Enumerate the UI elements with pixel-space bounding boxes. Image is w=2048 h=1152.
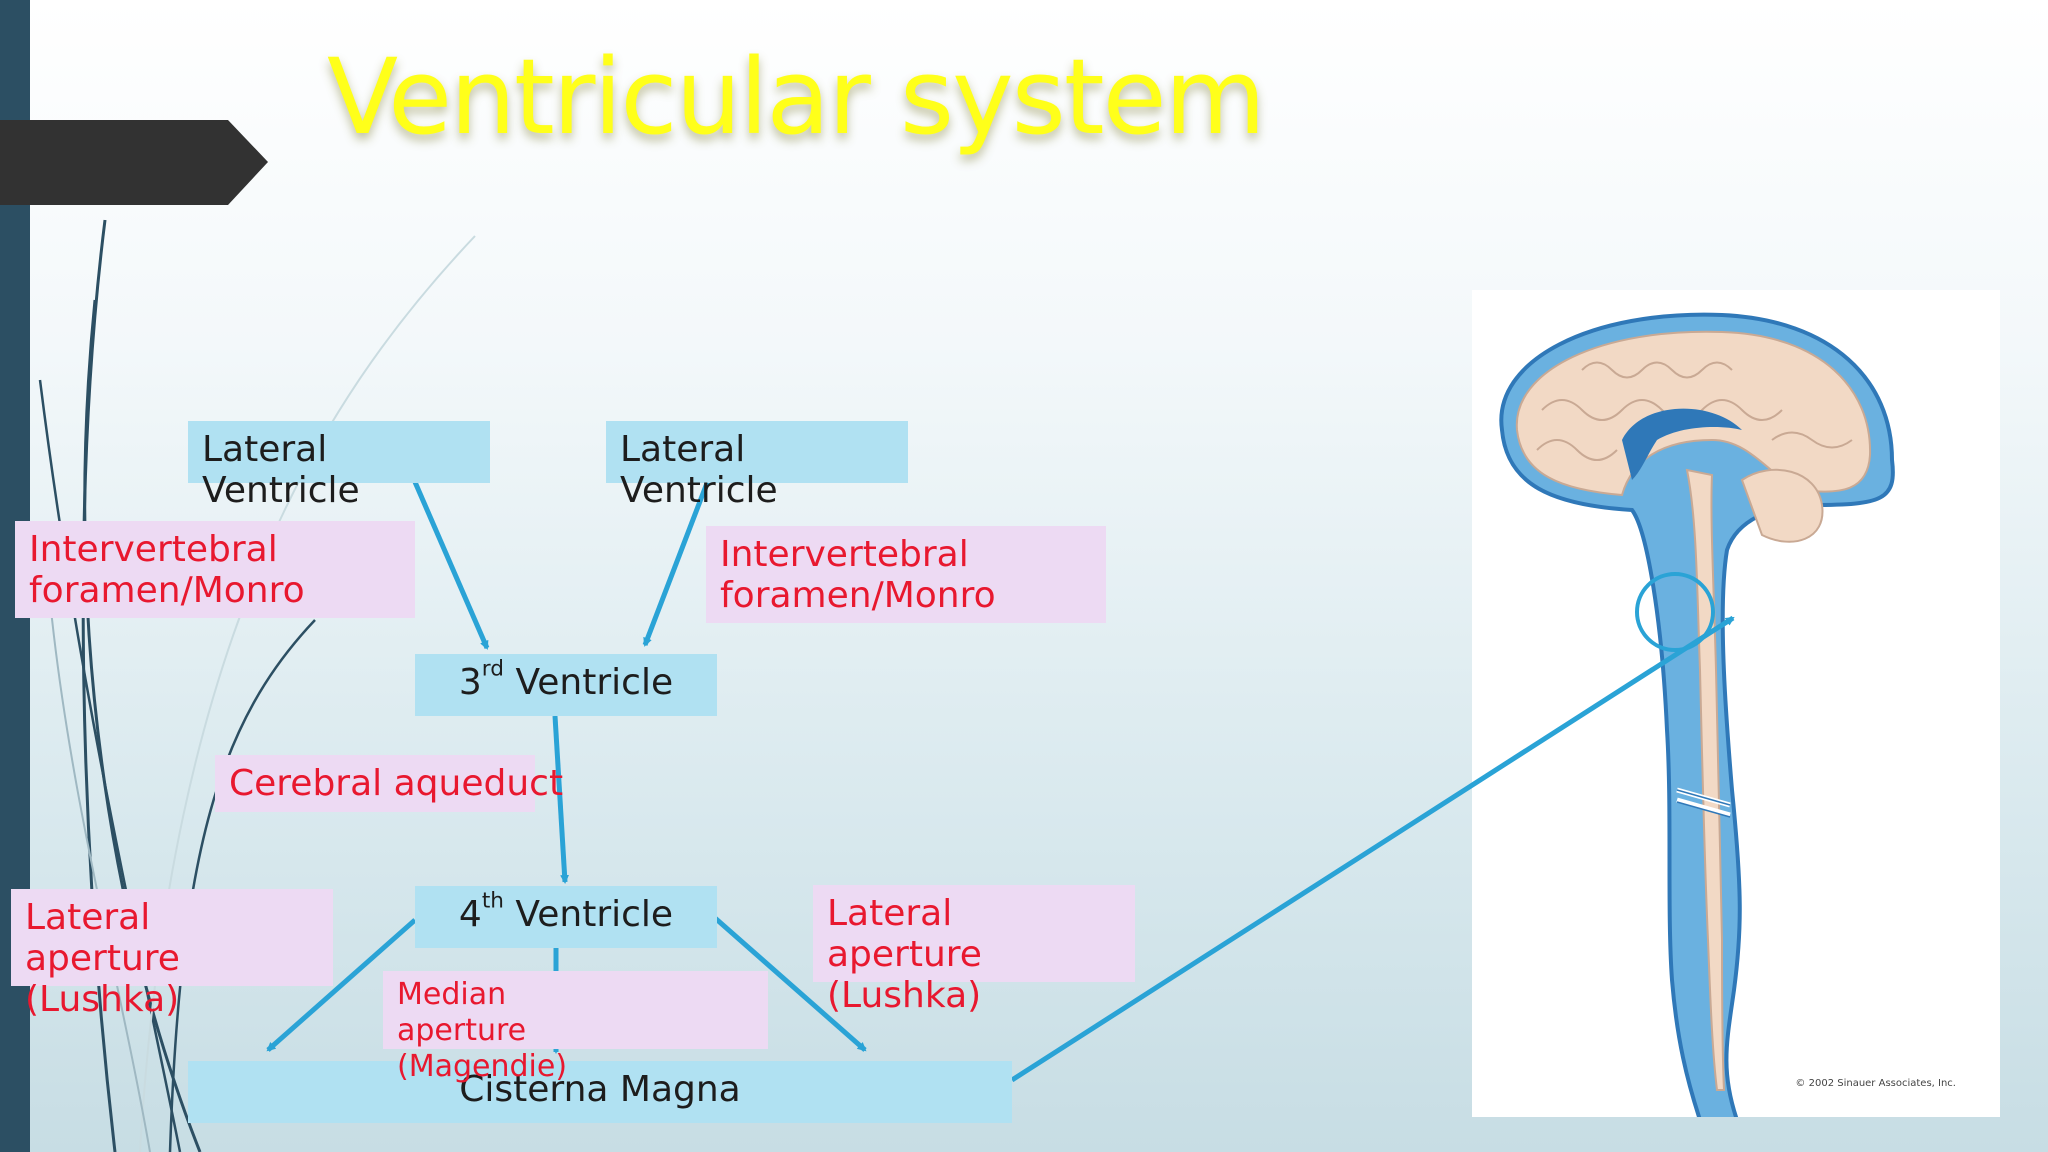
- box-cisterna-magna: Cisterna Magna: [188, 1061, 1012, 1123]
- fourth-ventricle-word: Ventricle: [503, 894, 674, 935]
- label-cerebral-aqueduct-text: Cerebral aqueduct: [229, 763, 564, 804]
- arrow-fourth-to-cisterna-right: [713, 916, 867, 1052]
- arrow-left-lateral-to-third: [412, 481, 490, 650]
- third-ventricle-ordinal: rd: [481, 656, 504, 682]
- label-foramen-right-text: Intervertebral foramen/Monro: [720, 534, 996, 616]
- brain-sagittal-illustration: [1499, 312, 1895, 1122]
- title-marker-tab: [0, 120, 268, 205]
- box-lateral-ventricle-left-text: Lateral Ventricle: [202, 429, 360, 511]
- label-median-aperture: Median aperture (Magendie): [383, 971, 768, 1084]
- brain-figure-panel: © 2002 Sinauer Associates, Inc.: [1472, 290, 2000, 1122]
- arrow-third-to-fourth: [552, 715, 570, 884]
- label-foramen-left-text: Intervertebral foramen/Monro: [29, 529, 305, 611]
- label-lateral-aperture-right-text: Lateral aperture (Lushka): [827, 893, 982, 1016]
- arrow-fourth-to-cisterna-left: [266, 918, 417, 1052]
- arrow-cisterna-to-figure: [1010, 615, 1735, 1083]
- box-lateral-ventricle-right-text: Lateral Ventricle: [620, 429, 778, 511]
- box-third-ventricle: 3rd Ventricle: [415, 654, 717, 716]
- third-ventricle-word: Ventricle: [504, 662, 674, 703]
- cisterna-magna-text: Cisterna Magna: [459, 1069, 741, 1110]
- figure-copyright: © 2002 Sinauer Associates, Inc.: [1795, 1078, 1956, 1089]
- box-fourth-ventricle: 4th Ventricle: [415, 886, 717, 948]
- third-ventricle-number: 3: [458, 662, 482, 703]
- label-foramen-left: Intervertebral foramen/Monro: [15, 521, 415, 618]
- label-foramen-right: Intervertebral foramen/Monro: [706, 526, 1106, 623]
- fourth-ventricle-ordinal: th: [481, 888, 504, 914]
- label-lateral-aperture-left: Lateral aperture (Lushka): [11, 889, 333, 1020]
- label-lateral-aperture-right: Lateral aperture (Lushka): [813, 885, 1135, 1016]
- slide-title: Ventricular system: [327, 36, 1266, 158]
- box-lateral-ventricle-left: Lateral Ventricle: [188, 421, 490, 511]
- fourth-ventricle-number: 4: [458, 894, 482, 935]
- label-cerebral-aqueduct: Cerebral aqueduct: [215, 755, 563, 812]
- label-lateral-aperture-left-text: Lateral aperture (Lushka): [25, 897, 180, 1020]
- label-median-aperture-text: Median aperture (Magendie): [397, 977, 568, 1084]
- arrow-right-lateral-to-third: [642, 469, 715, 647]
- box-lateral-ventricle-right: Lateral Ventricle: [606, 421, 908, 511]
